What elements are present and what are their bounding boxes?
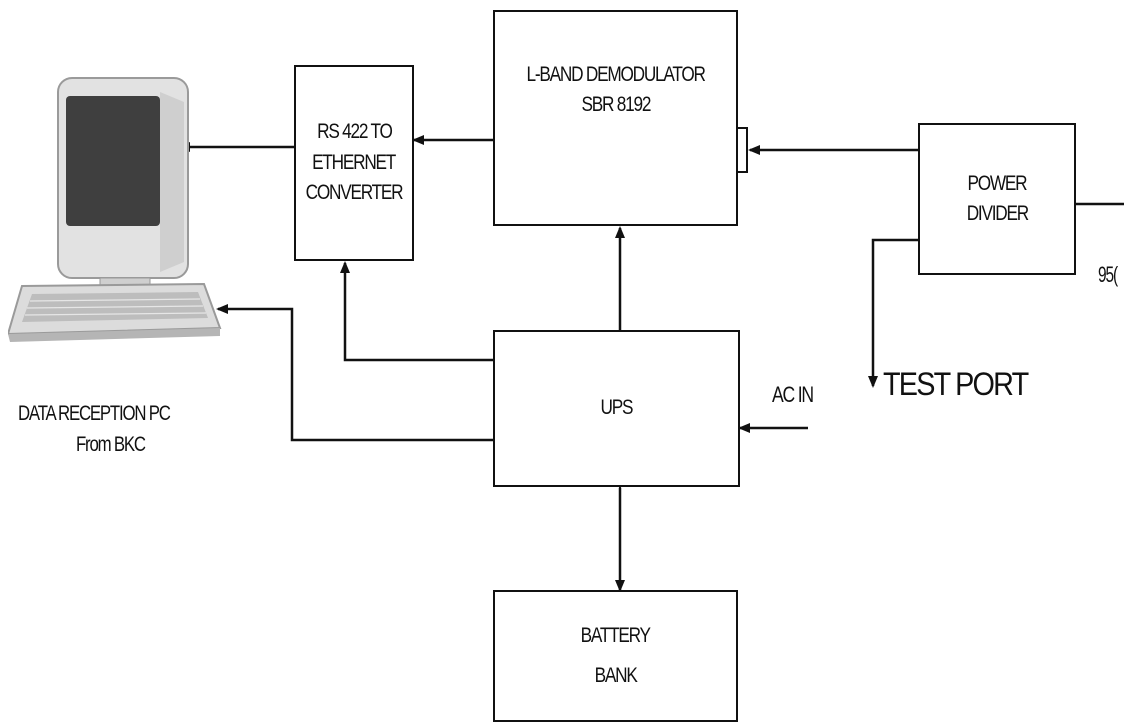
computer-icon xyxy=(8,72,230,347)
power-divider-block: POWER DIVIDER xyxy=(918,123,1076,275)
converter-label-line3: CONVERTER xyxy=(306,178,403,208)
divider-output-label: 95( xyxy=(1098,262,1117,288)
demodulator-input-connector xyxy=(737,128,747,172)
ups-label: UPS xyxy=(601,393,633,423)
pc-label-source: From BKC xyxy=(76,433,145,457)
ups-block: UPS xyxy=(493,330,740,487)
converter-label-line2: ETHERNET xyxy=(313,148,396,178)
ac-in-label: AC IN xyxy=(772,382,813,408)
demodulator-label-line2: SBR 8192 xyxy=(581,90,650,120)
battery-label-line2: BANK xyxy=(595,656,637,696)
demodulator-label-line1: L-BAND DEMODULATOR xyxy=(526,60,704,90)
power-divider-label-line2: DIVIDER xyxy=(966,199,1027,229)
demodulator-block: L-BAND DEMODULATOR SBR 8192 xyxy=(493,10,738,226)
converter-label-line1: RS 422 TO xyxy=(317,117,391,147)
battery-block: BATTERY BANK xyxy=(493,590,738,722)
converter-block: RS 422 TO ETHERNET CONVERTER xyxy=(294,65,414,261)
arrow-divider-to-test-port xyxy=(873,240,918,386)
battery-label-line1: BATTERY xyxy=(581,616,650,656)
arrow-ups-to-converter xyxy=(345,263,493,360)
pc-label-title: DATA RECEPTION PC xyxy=(18,402,170,426)
arrow-ups-to-pc xyxy=(218,309,493,440)
power-divider-label-line1: POWER xyxy=(968,169,1027,199)
test-port-label: TEST PORT xyxy=(883,366,1027,403)
